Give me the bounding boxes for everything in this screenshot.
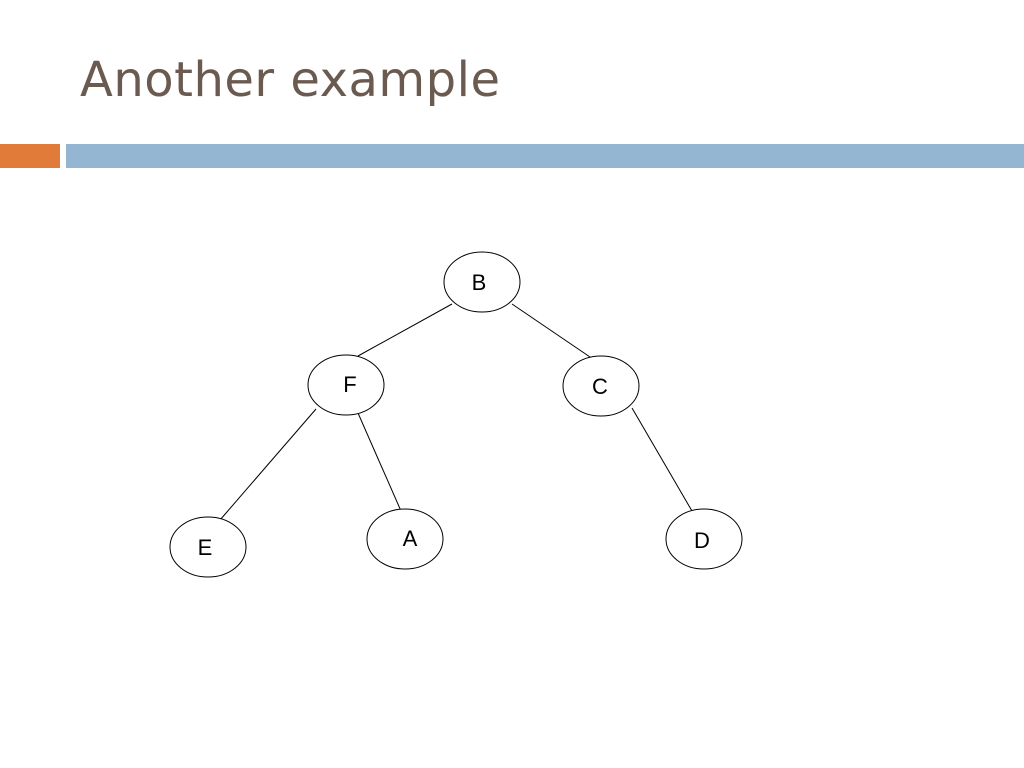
edge-f-a bbox=[357, 412, 402, 512]
edge-c-d bbox=[631, 407, 693, 512]
node-label-e: E bbox=[198, 535, 213, 560]
tree-edges bbox=[219, 303, 693, 521]
node-label-a: A bbox=[403, 526, 418, 551]
tree-node-a: A bbox=[366, 508, 444, 570]
tree-node-b: B bbox=[443, 251, 521, 313]
tree-node-e: E bbox=[169, 516, 247, 578]
edge-f-e bbox=[219, 408, 317, 521]
slide-title: Another example bbox=[80, 52, 501, 108]
edge-b-c bbox=[511, 303, 591, 358]
accent-bar-orange bbox=[0, 144, 60, 168]
tree-node-c: C bbox=[562, 355, 640, 417]
tree-node-f: F bbox=[307, 354, 385, 416]
node-label-c: C bbox=[592, 374, 608, 399]
node-label-f: F bbox=[343, 372, 356, 397]
edge-b-f bbox=[357, 303, 453, 357]
accent-bar-blue bbox=[66, 144, 1024, 168]
node-label-b: B bbox=[472, 270, 487, 295]
tree-node-d: D bbox=[665, 508, 743, 570]
node-label-d: D bbox=[694, 528, 710, 553]
